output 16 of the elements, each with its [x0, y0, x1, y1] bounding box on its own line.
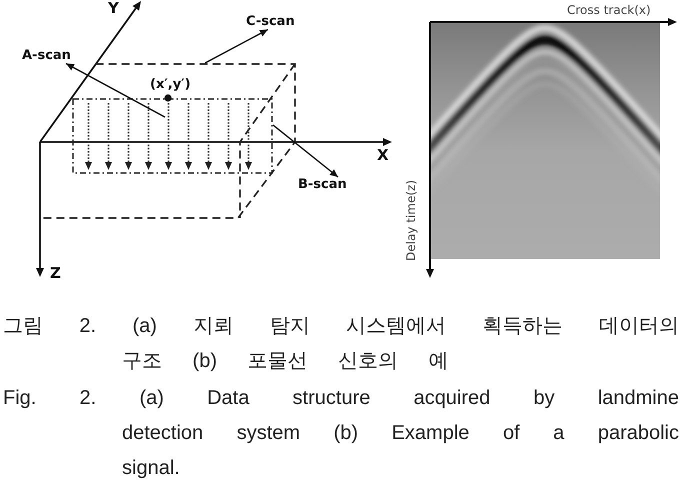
callout-label: A-scan — [22, 48, 71, 63]
leader-line — [272, 124, 338, 178]
figure-caption: Fig. 2. (a) Data structure acquired by landmine detection system (b) Example of a parabolic signal. — [3, 386, 679, 481]
leader-line — [66, 62, 166, 118]
leader-line — [204, 28, 268, 64]
axis-title: Cross track(x) — [567, 3, 651, 17]
axis-label: Y — [108, 0, 119, 16]
figure-caption: 그림 2. (a) 지뢰 탐지 시스템에서 획득하는 데이터의 구조 (b) 포물선 신호의 예 — [3, 314, 679, 374]
callout-label: B-scan — [298, 177, 347, 192]
callout-label: C-scan — [246, 14, 295, 29]
scan-plane — [72, 98, 273, 174]
coordinate-label: (x′,y′) — [150, 77, 191, 92]
axis-title: Delay time(z) — [404, 180, 418, 261]
axis-label: X — [377, 147, 389, 163]
axis-label: Z — [50, 265, 61, 281]
dotted-arrow — [165, 103, 172, 170]
